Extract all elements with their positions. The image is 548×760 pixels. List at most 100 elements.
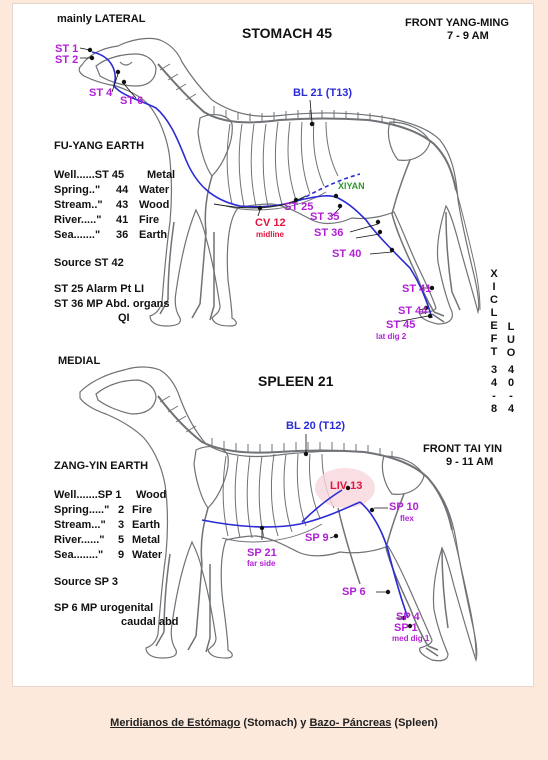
bottom-tail [451,529,477,657]
point-st6: ST 6 [120,95,144,107]
point-st41: ST 41 [402,283,432,295]
stomach-view-label: mainly LATERAL [57,13,146,25]
stomach-source: Source ST 42 [54,257,124,269]
xicleft-letter: I [492,281,496,293]
luo-number: 4 [507,403,515,415]
caption-part-2: (Stomach) y [240,717,310,729]
point-st45-note: lat dig 2 [376,332,407,341]
luo-number: - [509,390,513,402]
point-liv13: LIV 13 [330,480,363,492]
xicleft-letter: L [490,307,498,319]
spleen-spring-name: Spring....." [54,504,110,516]
point-cv12-note: midline [256,230,285,239]
top-front-leg [159,175,215,321]
spleen-meridian [201,489,409,619]
spleen-river-num: 5 [118,534,125,546]
luo-number: 0 [507,377,515,389]
spleen-stream-name: Stream..." [54,519,106,531]
point-sp10: SP 10 [389,501,419,513]
caption-part-4: (Spleen) [391,717,438,729]
point-sp6: SP 6 [342,586,366,598]
stomach-element-heading: FU-YANG EARTH [54,140,145,152]
spleen-spring-value: Fire [132,504,153,516]
spleen-points [259,451,413,629]
spleen-meridian-name: FRONT TAI YIN [423,443,503,455]
luo-numbers: 4 0 - 4 [505,364,517,416]
top-spine [157,63,457,191]
spleen-mp-caudal: caudal abd [121,616,179,628]
point-st1: ST 1 [55,43,79,55]
point-sp21: SP 21 [247,547,277,559]
spleen-element-heading: ZANG-YIN EARTH [54,460,149,472]
spleen-river-name: River......" [54,534,105,546]
caption-part-1: Meridianos de Estómago [110,717,241,729]
spleen-hours: 9 - 11 AM [446,456,494,468]
stomach-river-name: River....." [54,214,102,226]
point-st44: ST 44 [398,305,428,317]
point-st36: ST 36 [314,227,344,239]
point-st35: ST 35 [310,211,340,223]
point-bl20: BL 20 (T12) [286,420,346,432]
bottom-pelvis [381,455,425,495]
xicleft-letter: T [490,346,498,358]
stomach-river-num: 41 [116,214,129,226]
point-st25: ST 25 [284,201,314,213]
spleen-stream-value: Earth [132,519,161,531]
top-vertebrae [213,106,395,126]
luo-letter: L [507,321,515,333]
spleen-spring-num: 2 [118,504,125,516]
point-st2: ST 2 [55,54,79,66]
stomach-mp-qi: QI [118,312,130,324]
caption-part-3: Bazo- Páncreas [309,717,392,729]
luo-label: L U O [505,321,517,360]
diagram-plate [12,3,534,687]
stomach-alarm: ST 25 Alarm Pt LI [54,283,145,295]
bottom-vertebrae [211,438,393,459]
top-hind-leg [391,159,461,323]
spleen-sea-num: 9 [118,549,125,561]
xicleft-letter: X [490,268,498,280]
point-sp1: SP 1 [394,622,418,634]
stomach-sea-name: Sea......." [54,229,101,241]
stomach-hours: 7 - 9 AM [447,30,489,42]
stomach-title: STOMACH 45 [242,25,332,41]
point-sp1-note: med dig 1 [392,634,430,643]
top-ribcage [225,121,339,211]
luo-letter: O [506,347,516,359]
bottom-spine [157,395,453,531]
xicleft-letter: E [490,320,498,332]
spleen-mp: SP 6 MP urogenital [54,602,154,614]
stomach-well-name: Well......ST 45 [54,169,125,181]
point-sp10-note: flex [400,514,414,523]
stomach-well-value: Metal [147,169,176,181]
point-sp21-note: far side [247,559,276,568]
stomach-stream-value: Wood [139,199,170,211]
xicleft-letter: C [490,294,498,306]
xicleft-number: 3 [490,364,498,376]
stomach-stream-num: 43 [116,199,129,211]
bottom-front-leg [155,507,211,653]
xicleft-number: - [492,390,496,402]
stomach-meridian-name: FRONT YANG-MING [405,17,509,29]
top-scapula [197,114,233,177]
xicleft-label: X I C L E F T [488,268,500,359]
point-xiyan: XIYAN [338,181,365,191]
point-st4: ST 4 [89,87,113,99]
stomach-leaders [79,47,432,323]
stomach-points [87,47,435,319]
spleen-view-label: MEDIAL [58,355,101,367]
stomach-mp: ST 36 MP Abd. organs [54,298,170,310]
stomach-spring-name: Spring.." [54,184,101,196]
spleen-river-value: Metal [132,534,161,546]
spleen-sea-name: Sea........" [54,549,104,561]
stomach-sea-value: Earth [139,229,168,241]
spleen-source: Source SP 3 [54,576,118,588]
xicleft-number: 4 [490,377,498,389]
spleen-well-value: Wood [136,489,167,501]
bottom-ribcage [221,453,335,543]
xicleft-number: 8 [490,403,498,415]
xicleft-numbers: 3 4 - 8 [488,364,500,416]
top-tail [455,189,481,311]
